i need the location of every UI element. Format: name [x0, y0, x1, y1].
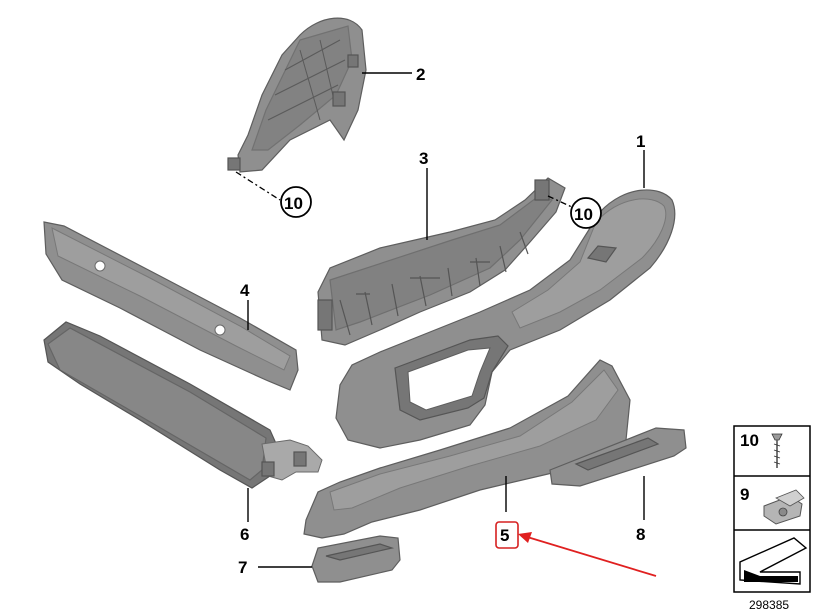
callout-10a: 10 — [284, 194, 303, 213]
part-8-cover[interactable] — [549, 427, 687, 487]
legend-label-9: 9 — [740, 485, 749, 504]
clip-nut-icon — [763, 489, 805, 525]
callout-4: 4 — [240, 281, 250, 300]
callout-10-circle-a — [280, 186, 312, 218]
part-2-cover[interactable] — [227, 17, 367, 173]
callout-1: 1 — [636, 132, 645, 151]
callout-7: 7 — [238, 558, 247, 577]
callout-6: 6 — [240, 525, 249, 544]
callout-3: 3 — [419, 149, 428, 168]
red-arrow-line — [523, 535, 657, 577]
callout-2: 2 — [416, 65, 425, 84]
part-3-bracket[interactable] — [317, 177, 566, 346]
part-6-side-panel[interactable] — [43, 321, 323, 489]
part-4-trim-strip[interactable] — [43, 221, 299, 391]
diagram-id: 298385 — [749, 598, 789, 612]
callout-5: 5 — [500, 526, 509, 545]
red-arrow-head — [518, 532, 532, 543]
part-5-lower-trim[interactable] — [303, 359, 631, 539]
legend-box: 10 9 — [733, 425, 811, 593]
callout-10b: 10 — [574, 205, 593, 224]
legend-label-10: 10 — [740, 431, 759, 450]
highlight-box — [495, 521, 519, 549]
highlight-callout-5 — [495, 521, 657, 577]
part-7-clip[interactable] — [311, 535, 401, 583]
callouts: 2 3 1 4 6 8 7 5 10 10 — [238, 65, 645, 577]
callout-10-circle-b — [570, 197, 602, 229]
leader-lines — [235, 72, 645, 568]
screw-icon — [771, 433, 783, 468]
part-1-side-trim[interactable] — [335, 189, 676, 449]
wedge-symbol-icon — [739, 537, 808, 585]
callout-8: 8 — [636, 525, 645, 544]
